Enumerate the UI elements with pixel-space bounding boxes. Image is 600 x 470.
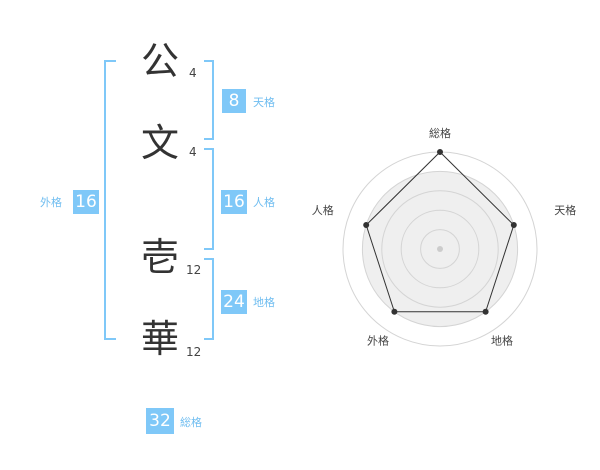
radar-point-4 (391, 308, 398, 315)
name-char-1: 公 (140, 39, 179, 83)
radar-point-3 (482, 308, 489, 315)
jinkaku-bracket (204, 148, 214, 250)
radar-center-dot (437, 246, 443, 252)
radar-axis-label-1: 総格 (429, 126, 451, 140)
tenkaku-bracket (204, 60, 214, 140)
gaikaku-label: 外格 (40, 196, 62, 209)
tenkaku-value-badge: 8 (222, 89, 246, 113)
radar-value-polygon (365, 151, 515, 313)
gaikaku-value-badge: 16 (73, 190, 99, 214)
name-char-3: 壱 (140, 235, 179, 279)
gaikaku-bracket (104, 60, 116, 340)
jinkaku-label: 人格 (253, 196, 275, 209)
stroke-count-3: 12 (186, 263, 202, 277)
stroke-count-1: 4 (189, 66, 197, 80)
radar-axis-label-2: 天格 (554, 203, 576, 217)
name-char-2: 文 (140, 121, 179, 165)
chikaku-bracket (204, 258, 214, 340)
stroke-count-2: 4 (189, 145, 197, 159)
radar-grid-ring (420, 229, 460, 269)
radar-axis-label-4: 外格 (367, 333, 389, 347)
soukaku-label: 総格 (180, 416, 202, 429)
radar-grid-ring (381, 190, 499, 308)
chikaku-value-badge: 24 (221, 290, 247, 314)
stroke-count-4: 12 (186, 345, 202, 359)
radar-axis-label-5: 人格 (312, 203, 334, 217)
radar-point-2 (510, 222, 517, 229)
soukaku-value-badge: 32 (146, 408, 174, 434)
radar-grid-ring (400, 209, 480, 289)
name-char-4: 華 (140, 317, 179, 361)
radar-point-1 (437, 149, 443, 155)
jinkaku-value-badge: 16 (221, 190, 247, 214)
radar-point-5 (363, 222, 370, 229)
tenkaku-label: 天格 (253, 96, 275, 109)
radar-axis-label-3: 地格 (491, 333, 513, 347)
radar-grid-ring (361, 170, 519, 328)
chikaku-label: 地格 (253, 296, 275, 309)
